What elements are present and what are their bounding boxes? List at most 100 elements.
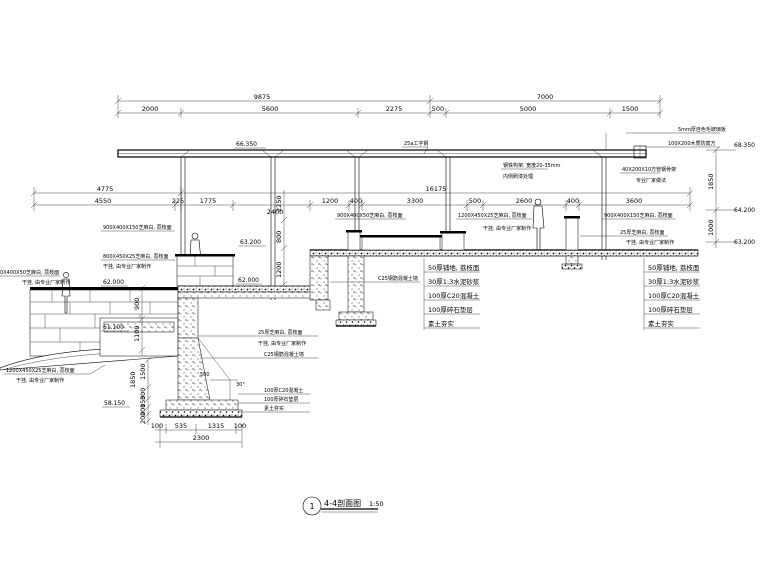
note-wood-beam: 100X200木质防腐方 xyxy=(668,140,716,147)
dim-bottom-535: 535 xyxy=(175,422,187,430)
layer-mid-1: 50厚铺地, 荔枝面 xyxy=(428,263,480,272)
dim-mid-4775: 4775 xyxy=(97,185,114,193)
retaining-wall xyxy=(159,297,243,418)
note-seat1: 800X450X25芝麻白, 荔枝面 xyxy=(103,253,168,260)
layer-mid-5: 素土夯实 xyxy=(428,319,455,328)
layer-right-5: 素土夯实 xyxy=(648,319,675,328)
note-glass-top: 5mm厚自色毛玻璃板 xyxy=(678,126,726,133)
dim-mid-225: 225 xyxy=(172,197,184,205)
right-footing xyxy=(561,216,583,270)
dim-mid-2400: 2400 xyxy=(267,208,284,216)
layer-right-3: 100厚C20混凝土 xyxy=(648,291,700,300)
dim-mid-400a: 400 xyxy=(350,197,362,205)
upper-deck-paving xyxy=(309,249,699,257)
note-c25-top: C25钢筋混凝土墙 xyxy=(378,275,418,282)
note-seat1b: 干挂, 由专业厂家制作 xyxy=(103,263,151,270)
note-steel-tube: 40X200X10方管钢骨架 xyxy=(622,166,676,173)
elev-right-low: 63.200 xyxy=(734,239,755,246)
note-base2: 100厚碎石垫层 xyxy=(264,396,299,403)
note-cap-low: 1200X450X25芝麻白, 荔枝面 xyxy=(6,367,75,374)
dim-top-2000: 2000 xyxy=(142,105,159,113)
dim-top-5600: 5600 xyxy=(262,105,279,113)
elev-roof: 66.350 xyxy=(236,141,257,148)
elev-wall-top: 62.000 xyxy=(103,279,124,286)
step-wall xyxy=(309,255,331,311)
dim-right-1000: 1000 xyxy=(707,219,715,236)
elev-ground: 58.150 xyxy=(104,400,125,407)
raised-seat-left xyxy=(175,254,235,287)
dim-left-900: 900 xyxy=(133,298,141,310)
elev-planter: 61.100 xyxy=(103,324,124,331)
note-wall-left1b: 干挂, 由专业厂家制作 xyxy=(258,340,306,347)
note-wall1b: 干挂, 由专业厂家制作 xyxy=(22,279,70,286)
dim-mid-1200: 1200 xyxy=(322,197,339,205)
dim-top-2275: 2275 xyxy=(386,105,403,113)
dim-top-9875: 9875 xyxy=(254,93,271,101)
note-glass-gap: 钢铁构架, 宽度20-35mm xyxy=(503,162,561,169)
note-h-beam: 25a工字钢 xyxy=(404,140,428,147)
human-figure-left xyxy=(61,272,71,314)
layer-right-1: 50厚铺地, 荔枝面 xyxy=(648,263,700,272)
dim-mid-3600: 3600 xyxy=(626,197,643,205)
note-steel-tube2: 专业厂家做法 xyxy=(636,177,666,184)
dim-left-300: 300 xyxy=(139,388,147,400)
dim-left-1850: 1850 xyxy=(129,371,137,388)
layer-callout-right xyxy=(643,258,700,330)
layer-right-2: 30厚1:3水泥砂浆 xyxy=(648,277,700,286)
note-cap-right2: 25厚芝麻白, 荔枝面 xyxy=(620,229,665,236)
note-wall-left2: C25钢筋混凝土墙 xyxy=(264,351,304,358)
dim-top-1500: 1500 xyxy=(622,105,639,113)
title-scale: 1:50 xyxy=(369,500,384,508)
lower-deck-paving xyxy=(177,285,317,299)
dim-bottom-100a: 100 xyxy=(151,422,163,430)
dim-top-500: 500 xyxy=(432,105,444,113)
dim-mid-16175: 16175 xyxy=(426,185,447,193)
note-base3: 素土夯实 xyxy=(264,405,284,412)
dim-mid-2600: 2600 xyxy=(516,197,533,205)
dim-center-1200: 1200 xyxy=(275,261,283,278)
dim-mid-500: 500 xyxy=(469,197,481,205)
top-dimension-lines xyxy=(114,95,664,118)
left-vertical-dims xyxy=(138,284,152,425)
elev-right-top: 68.350 xyxy=(734,142,755,149)
dim-mid-4550: 4550 xyxy=(95,197,112,205)
layer-mid-3: 100厚C20混凝土 xyxy=(428,291,480,300)
note-cap-right: 900X400X150芝麻白, 荔枝面 xyxy=(604,212,673,219)
layer-right-4: 100厚碎石垫层 xyxy=(648,305,693,314)
dim-center-2250: 2250 xyxy=(275,195,283,212)
note-cap-lowb: 干挂, 由专业厂家制作 xyxy=(16,377,64,384)
layer-mid-2: 30厚1:3水泥砂浆 xyxy=(428,277,480,286)
human-figure-right xyxy=(532,198,545,253)
center-footing xyxy=(335,255,377,327)
dim-bottom-1315: 1315 xyxy=(208,422,225,430)
elev-wall-mid: 62.000 xyxy=(238,277,259,284)
dim-left-1100: 1100 xyxy=(133,325,141,342)
bottom-dimension-lines xyxy=(155,424,243,448)
drawing-title xyxy=(302,496,378,516)
note-paver1: 900X400X150芝麻白, 荔枝面 xyxy=(103,224,172,231)
note-wall-left1: 25厚芝麻白, 荔枝面 xyxy=(258,329,303,336)
dim-left-150: 150 xyxy=(139,396,147,408)
dim-top-7000: 7000 xyxy=(537,93,554,101)
dim-left-1500: 1500 xyxy=(139,363,147,380)
dim-center-800: 800 xyxy=(275,231,283,243)
dim-bottom-2300: 2300 xyxy=(193,434,210,442)
note-wall-dim: 500 xyxy=(200,372,210,378)
dim-top-5000: 5000 xyxy=(520,105,537,113)
note-glass-gap2: 内侧刷漆处理 xyxy=(503,173,533,180)
dim-mid-1775: 1775 xyxy=(200,197,217,205)
right-vertical-dims xyxy=(706,146,736,248)
dim-mid-400b: 400 xyxy=(567,197,579,205)
upper-bench xyxy=(346,230,466,251)
planter-block xyxy=(99,317,179,357)
layer-mid-4: 100厚碎石垫层 xyxy=(428,305,473,314)
note-cap-mid2: 1200X450X25芝麻白, 荔枝面 xyxy=(458,212,527,219)
layer-callout-mid xyxy=(423,258,480,330)
title-label: 4-4剖面图 xyxy=(324,498,361,508)
note-base1: 100厚C20混凝土 xyxy=(264,387,303,394)
dim-mid-3300: 3300 xyxy=(407,197,424,205)
note-cap-mid2b: 干挂, 由专业厂家制作 xyxy=(483,225,531,232)
dim-right-1850: 1850 xyxy=(707,173,715,190)
dim-left-200b: 200 xyxy=(139,412,147,424)
